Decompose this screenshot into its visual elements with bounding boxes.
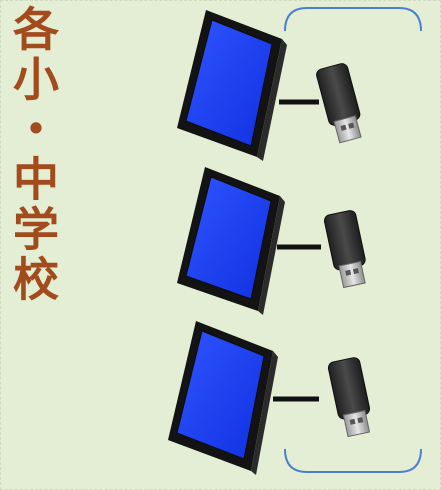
tablet-with-usb-2 bbox=[177, 167, 366, 315]
bracket-bottom bbox=[284, 448, 422, 473]
tablet-with-usb-1 bbox=[177, 10, 362, 161]
usb-drive-icon bbox=[327, 357, 371, 438]
usb-drive-icon bbox=[316, 63, 362, 144]
bracket-top bbox=[284, 7, 422, 32]
tablet-icon bbox=[168, 321, 278, 475]
tablet-icon bbox=[177, 10, 287, 161]
schools-title: 各小・中学校 bbox=[6, 5, 60, 305]
tablet-icon bbox=[177, 167, 285, 315]
usb-drive-icon bbox=[323, 210, 366, 289]
tablet-with-usb-3 bbox=[168, 321, 371, 475]
